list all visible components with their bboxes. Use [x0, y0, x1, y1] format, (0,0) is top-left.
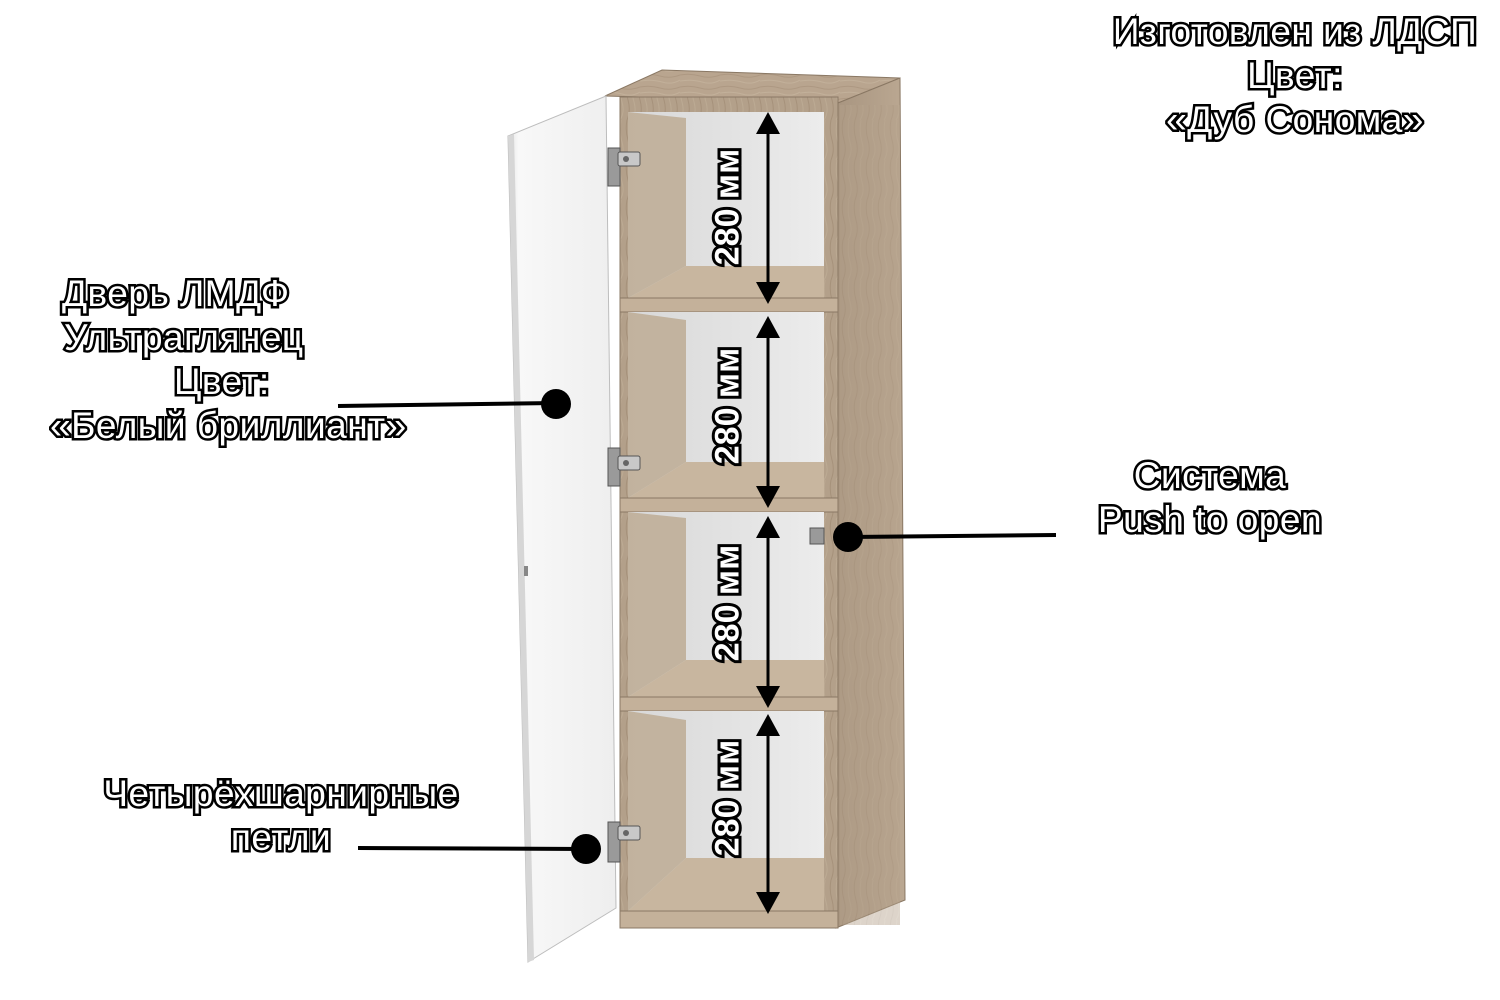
hinges-label: Четырёхшарнирные петли — [66, 771, 496, 861]
push-to-open-latch-icon — [809, 527, 825, 545]
dimension-label-shelf-3: 280 мм — [706, 542, 750, 664]
material-label: Изготовлен из ЛДСП Цвет: «Дуб Сонома» — [1100, 9, 1490, 143]
hinges-pointer — [357, 834, 601, 864]
dimension-label-shelf-2: 280 мм — [706, 345, 750, 467]
door-latch-mark — [524, 566, 528, 576]
arrow-double-vertical-icon — [756, 112, 780, 304]
hinge-icon — [607, 821, 641, 863]
compartment-3 — [628, 512, 824, 697]
push-system-label-line-1: Система — [1131, 453, 1288, 499]
door-label-line-2: Ультраглянец — [62, 315, 306, 361]
compartment-1 — [628, 112, 824, 298]
arrow-double-vertical-icon — [756, 516, 780, 708]
arrow-double-vertical-icon — [756, 316, 780, 508]
compartment-2 — [628, 312, 824, 498]
push-system-label-line-2: Push to open — [1095, 497, 1324, 543]
door-panel — [507, 95, 617, 963]
door-pointer — [337, 389, 571, 419]
shelf-1 — [619, 297, 839, 313]
shelf-2 — [619, 497, 839, 513]
arrow-double-vertical-icon — [756, 714, 780, 914]
door-edge — [508, 134, 534, 962]
shelf-3 — [619, 696, 839, 712]
dimension-label-shelf-4: 280 мм — [706, 737, 750, 859]
hinges-label-line-2: петли — [228, 815, 333, 861]
hinge-icon — [607, 447, 641, 487]
dimension-label-shelf-1: 280 мм — [706, 146, 750, 268]
push-system-label: Система Push to open — [1070, 453, 1350, 543]
cabinet-bottom — [619, 910, 839, 929]
push-system-pointer — [833, 522, 1057, 552]
door-label-line-4: «Белый бриллиант» — [48, 403, 409, 449]
material-label-line-2: Цвет: — [1245, 53, 1345, 99]
hinges-label-line-1: Четырёхшарнирные — [101, 771, 461, 817]
hinge-icon — [607, 147, 641, 187]
door-label-line-3: Цвет: — [172, 359, 272, 405]
material-label-line-1: Изготовлен из ЛДСП — [1110, 9, 1479, 55]
side-grain — [840, 105, 900, 925]
door-label: Дверь ЛМДФ Ультраглянец Цвет: «Белый бри… — [44, 271, 424, 449]
material-label-line-3: «Дуб Сонома» — [1164, 97, 1426, 143]
door-label-line-1: Дверь ЛМДФ — [60, 271, 292, 317]
